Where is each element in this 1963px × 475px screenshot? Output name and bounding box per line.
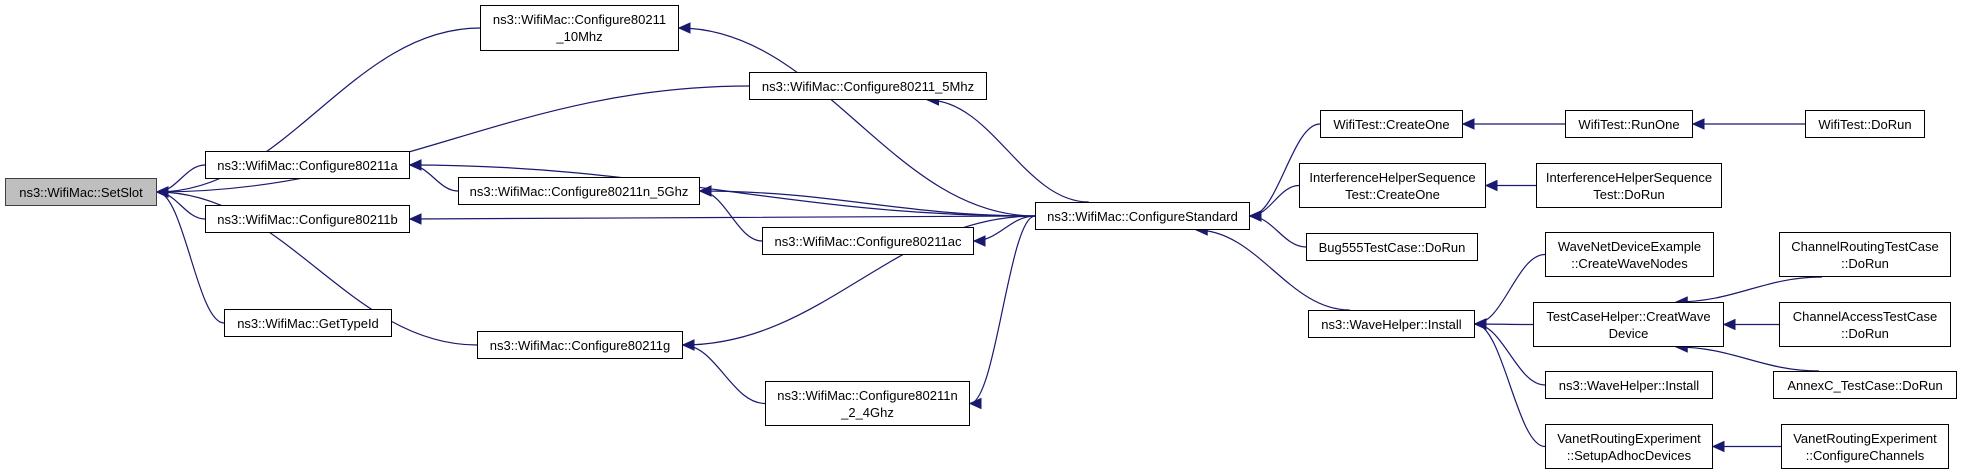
arrowhead-icon (408, 213, 422, 225)
node-bug555-dorun[interactable]: Bug555TestCase::DoRun (1306, 233, 1478, 261)
node-annexc-testcase[interactable]: AnnexC_TestCase::DoRun (1773, 371, 1957, 399)
node-configure80211n-5ghz[interactable]: ns3::WifiMac::Configure80211n_5Ghz (458, 177, 700, 205)
edge-whinstall-to-cstd (1196, 229, 1350, 311)
edge-crtc-to-tch (1676, 276, 1823, 303)
node-wavehelper-install[interactable]: ns3::WaveHelper::Install (1308, 310, 1475, 338)
node-configure80211b[interactable]: ns3::WifiMac::Configure80211b (205, 205, 410, 233)
node-configure80211n-2-4ghz[interactable]: ns3::WifiMac::Configure80211n _2_4Ghz (765, 381, 970, 426)
node-wifitest-createone[interactable]: WifiTest::CreateOne (1320, 110, 1463, 138)
edge-cstd-to-cb (409, 215, 1036, 220)
arrowhead-icon (968, 397, 982, 410)
edge-bug555-to-cstd (1249, 215, 1307, 248)
edge-ca-to-setslot (156, 164, 206, 193)
edge-cstd-to-cn24 (969, 215, 1036, 405)
arrowhead-icon (1248, 210, 1262, 222)
edge-cg-to-setslot (156, 191, 478, 346)
arrowhead-icon (698, 185, 712, 197)
edge-cstd-to-cn5 (699, 190, 1036, 217)
edge-cn5-to-ca (409, 164, 459, 192)
edge-vresetup-to-whinstall (1474, 323, 1546, 448)
node-configure80211ac[interactable]: ns3::WifiMac::Configure80211ac (762, 227, 974, 255)
arrowhead-icon (1461, 118, 1475, 130)
edge-cstd-to-c10 (678, 27, 1036, 217)
edge-cn24-to-cg (682, 344, 766, 405)
arrowhead-icon (1722, 318, 1736, 331)
node-channelroutingtestcase[interactable]: ChannelRoutingTestCase ::DoRun (1779, 232, 1951, 277)
node-configure80211a[interactable]: ns3::WifiMac::Configure80211a (205, 151, 410, 179)
node-configure80211-10mhz[interactable]: ns3::WifiMac::Configure80211 _10Mhz (480, 5, 679, 51)
node-wifitest-runone[interactable]: WifiTest::RunOne (1565, 110, 1693, 138)
arrowhead-icon (1473, 318, 1487, 330)
edge-annexc-to-tch (1676, 346, 1820, 372)
node-configure80211-5mhz[interactable]: ns3::WifiMac::Configure80211_5Mhz (749, 72, 987, 100)
edge-c5-to-setslot (156, 85, 750, 193)
arrowhead-icon (677, 22, 691, 34)
edge-gettypeid-to-setslot (156, 191, 225, 324)
arrowhead-icon (1484, 179, 1498, 192)
node-gettypeid[interactable]: ns3::WifiMac::GetTypeId (224, 309, 392, 337)
node-testcasehelper[interactable]: TestCaseHelper::CreatWave Device (1533, 302, 1724, 347)
arrowhead-icon (408, 159, 422, 171)
node-configure80211g[interactable]: ns3::WifiMac::Configure80211g (477, 331, 683, 359)
node-vanet-setupadhoc[interactable]: VanetRoutingExperiment ::SetupAdhocDevic… (1545, 424, 1713, 469)
edge-cstd-to-ca (409, 164, 1036, 217)
node-wifitest-dorun[interactable]: WifiTest::DoRun (1805, 110, 1925, 138)
node-setslot[interactable]: ns3::WifiMac::SetSlot (5, 178, 157, 206)
node-vanet-configurechannels[interactable]: VanetRoutingExperiment ::ConfigureChanne… (1781, 424, 1949, 469)
arrowhead-icon (155, 186, 169, 198)
arrowhead-icon (1711, 440, 1725, 453)
edge-cac-to-cn5 (699, 190, 763, 242)
edge-c10-to-setslot (156, 27, 481, 193)
edge-cstd-to-c5 (927, 99, 1089, 203)
arrowhead-icon (681, 339, 695, 351)
edge-cstd-to-cg (682, 215, 1036, 346)
node-channelaccesstestcase[interactable]: ChannelAccessTestCase ::DoRun (1779, 302, 1951, 347)
node-ihs-dorun[interactable]: InterferenceHelperSequence Test::DoRun (1536, 163, 1722, 208)
node-ihs-createone[interactable]: InterferenceHelperSequence Test::CreateO… (1299, 163, 1486, 208)
edge-ihscreate-to-cstd (1249, 184, 1300, 217)
arrowhead-icon (972, 235, 986, 247)
node-configurestandard[interactable]: ns3::WifiMac::ConfigureStandard (1035, 202, 1250, 230)
node-wavehelper-install-2[interactable]: ns3::WaveHelper::Install (1545, 371, 1713, 399)
arrowhead-icon (1691, 118, 1705, 130)
node-wavenetdeviceexample[interactable]: WaveNetDeviceExample ::CreateWaveNodes (1545, 232, 1714, 277)
